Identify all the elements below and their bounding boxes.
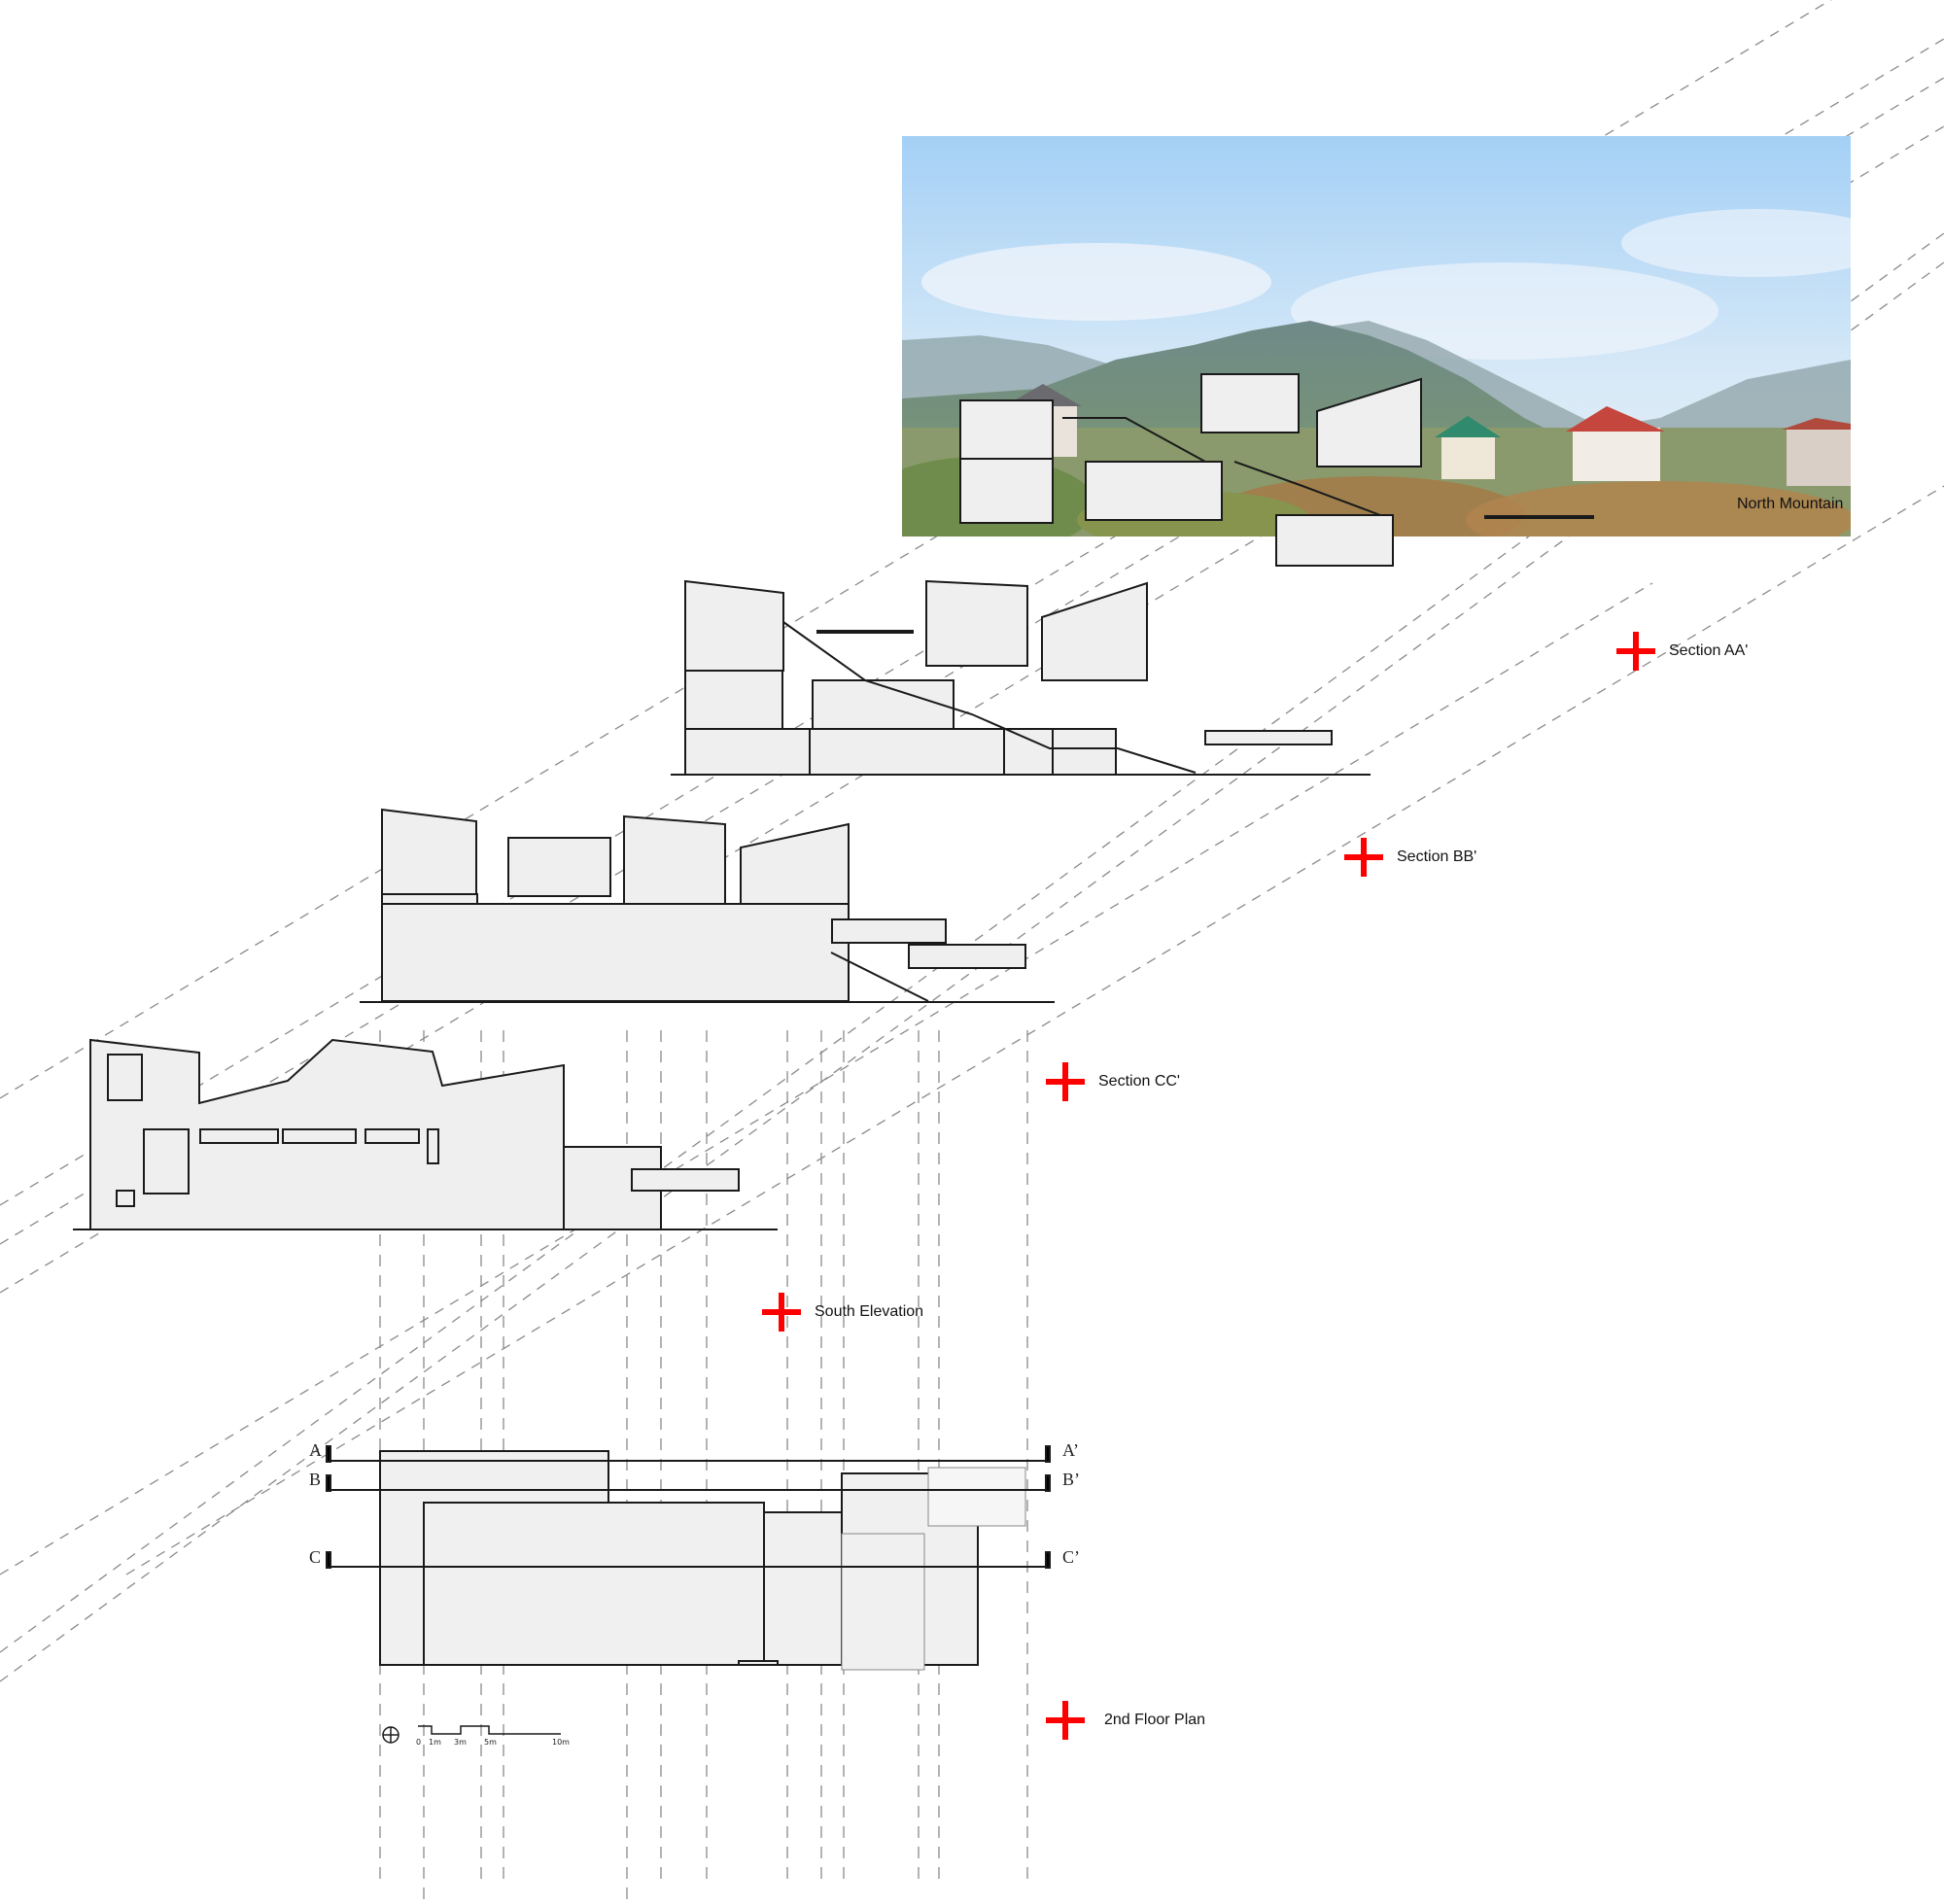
label-south-elevation: South Elevation bbox=[762, 1293, 923, 1332]
section-bb-drawing bbox=[360, 808, 1055, 1003]
cut-tag-b: B bbox=[309, 1470, 322, 1489]
scale-bar bbox=[382, 1725, 561, 1744]
red-cross-marker-icon bbox=[1046, 1062, 1085, 1101]
label-text: South Elevation bbox=[815, 1303, 924, 1320]
scale-tick-3m: 3m bbox=[454, 1738, 467, 1747]
label-text: 2nd Floor Plan bbox=[1104, 1712, 1206, 1728]
red-cross-marker-icon bbox=[1344, 838, 1383, 877]
photo-caption: North Mountain bbox=[1737, 496, 1844, 512]
south-elevation-drawing bbox=[73, 1038, 778, 1230]
label-text: Section CC' bbox=[1098, 1073, 1180, 1090]
cut-tag-b-prime: B’ bbox=[1062, 1470, 1080, 1489]
floor-plan-drawing bbox=[326, 1445, 1051, 1671]
cut-tag-a-prime: A’ bbox=[1062, 1440, 1079, 1460]
section-aa-drawing bbox=[671, 579, 1371, 776]
scale-tick-0: 0 bbox=[416, 1738, 422, 1747]
red-cross-marker-icon bbox=[1616, 632, 1655, 671]
scale-tick-1m: 1m bbox=[429, 1738, 441, 1747]
cut-tag-a: A bbox=[309, 1440, 322, 1460]
scale-tick-10m: 10m bbox=[552, 1738, 570, 1747]
label-second-floor-plan: 2nd Floor Plan bbox=[1046, 1701, 1205, 1740]
label-text: Section BB' bbox=[1397, 848, 1477, 865]
scale-tick-5m: 5m bbox=[484, 1738, 497, 1747]
cut-tag-c: C bbox=[309, 1547, 322, 1567]
cut-tag-c-prime: C’ bbox=[1062, 1547, 1080, 1567]
label-text: Section AA' bbox=[1669, 642, 1749, 659]
photo-section-overlay bbox=[959, 373, 1594, 567]
red-cross-marker-icon bbox=[762, 1293, 801, 1332]
red-cross-marker-icon bbox=[1046, 1701, 1085, 1740]
label-section-cc: Section CC' bbox=[1046, 1062, 1180, 1101]
label-section-aa: Section AA' bbox=[1616, 632, 1748, 671]
label-section-bb: Section BB' bbox=[1344, 838, 1476, 877]
